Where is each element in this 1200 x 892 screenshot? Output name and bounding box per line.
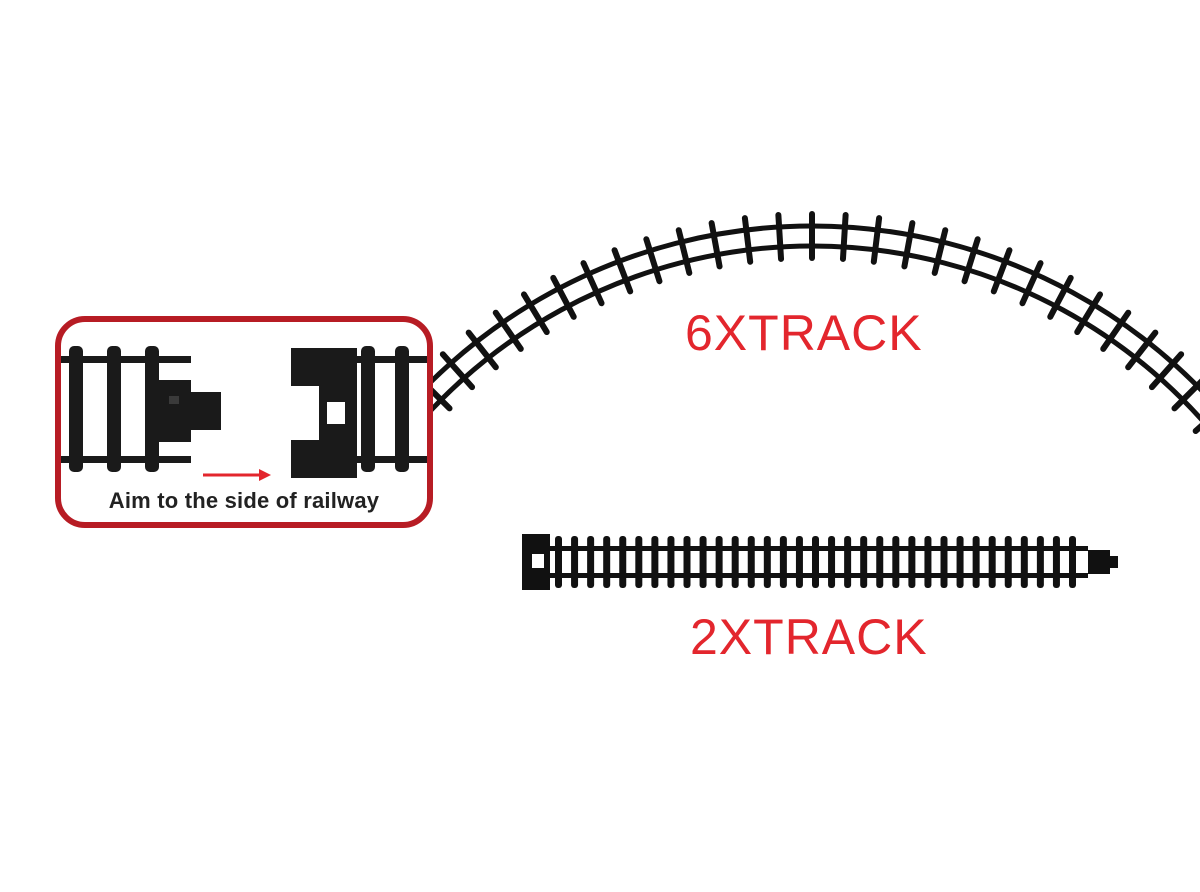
- female-connector-track-icon: [291, 346, 427, 478]
- straight-track-label: 2XTRACK: [690, 609, 928, 665]
- direction-arrow-icon: [203, 469, 271, 481]
- straight-track-icon: [522, 534, 1118, 590]
- curved-track-label: 6XTRACK: [685, 305, 923, 361]
- curved-track-icon: [358, 211, 1200, 479]
- connection-detail-panel: Aim to the side of railway: [55, 316, 433, 528]
- male-connector-track-icon: [61, 346, 221, 472]
- connector-illustration: [61, 346, 427, 481]
- connection-instruction-caption: Aim to the side of railway: [108, 488, 380, 513]
